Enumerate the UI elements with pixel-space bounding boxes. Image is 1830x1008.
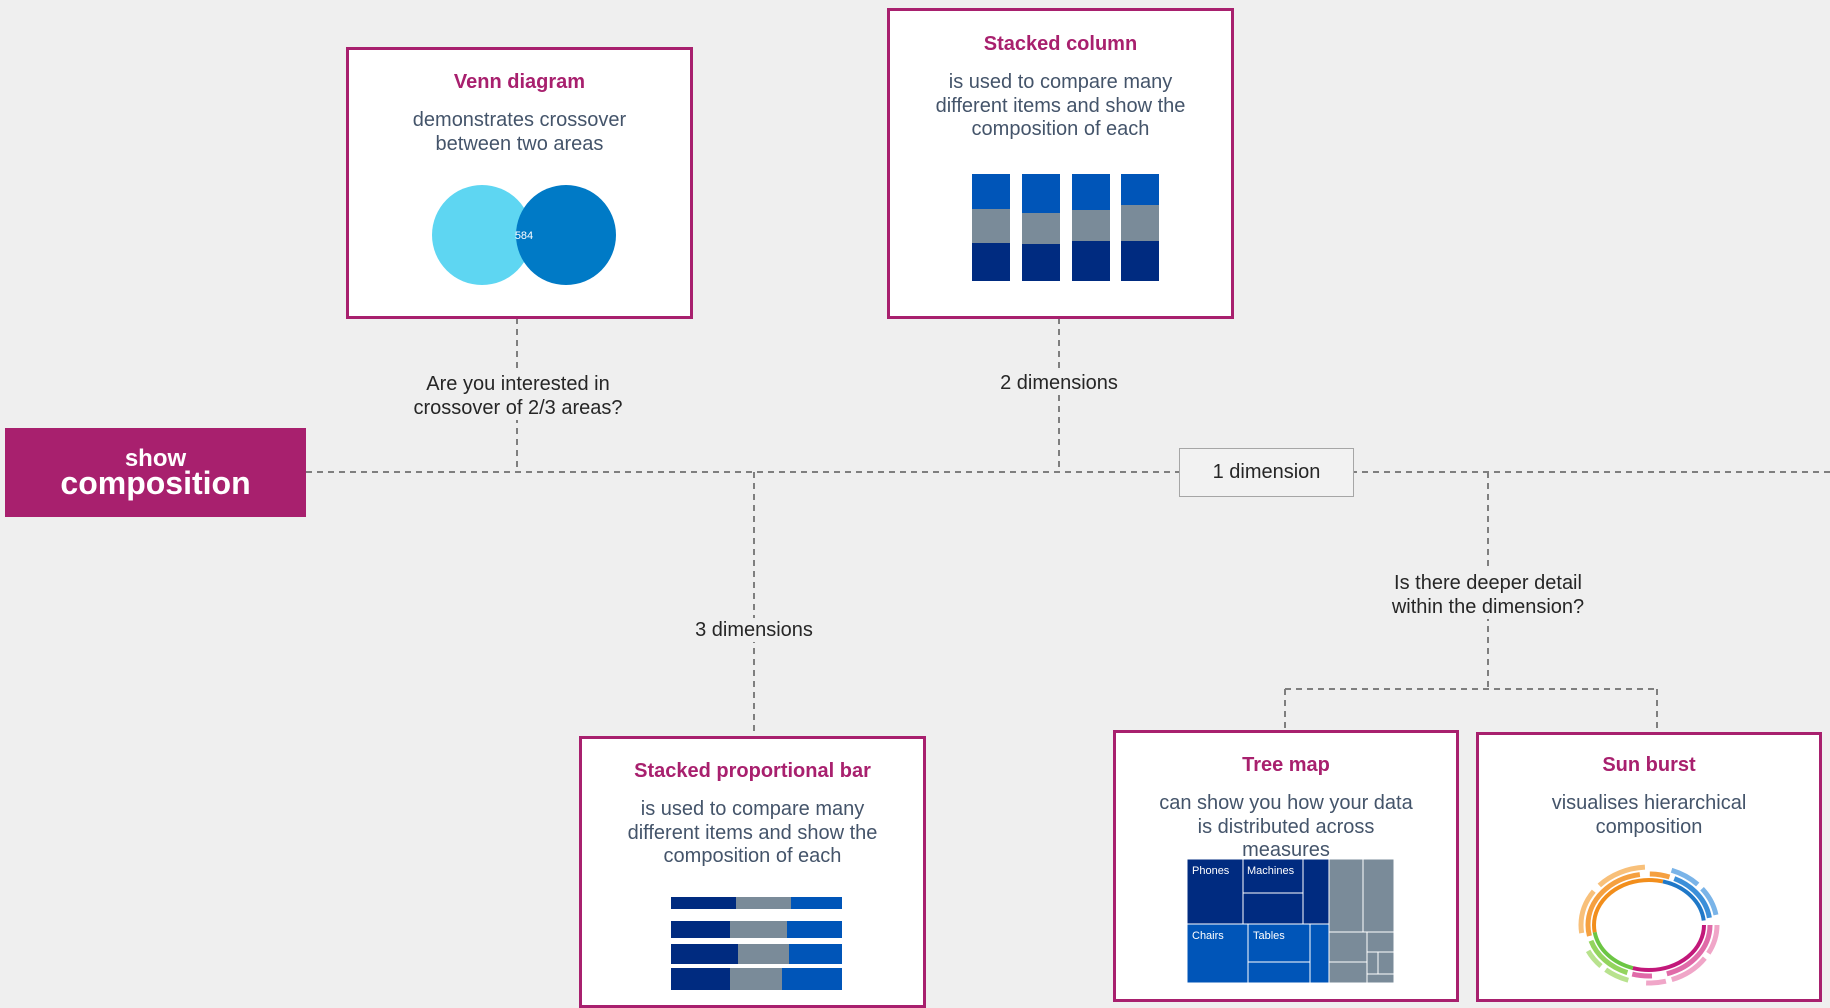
card-description: demonstrates crossover between two areas — [412, 109, 627, 155]
column-3 — [1072, 174, 1110, 281]
bar-row-1 — [671, 897, 842, 909]
one-dimension-label: 1 dimension — [1179, 448, 1354, 497]
three-dimensions-label: 3 dimensions — [664, 618, 844, 642]
stacked-proportional-bar-card: Stacked proportional bar is used to comp… — [579, 736, 926, 1008]
stacked-bar-illustration — [671, 897, 842, 990]
column-4 — [1121, 174, 1159, 281]
column-2 — [1022, 174, 1060, 281]
venn-overlap-value: 584 — [515, 230, 533, 242]
sun-burst-illustration — [1578, 864, 1720, 986]
deeper-detail-question-label: Is there deeper detail within the dimens… — [1360, 571, 1616, 619]
crossover-question-label: Are you interested in crossover of 2/3 a… — [392, 372, 644, 420]
card-title: Stacked column — [983, 33, 1138, 55]
venn-diagram-card: Venn diagram demonstrates crossover betw… — [346, 47, 693, 319]
venn-circle-right — [516, 185, 616, 285]
sun-burst-card: Sun burst visualises hierarchical compos… — [1476, 732, 1822, 1002]
card-description: visualises hierarchical composition — [1551, 792, 1747, 838]
stacked-column-card: Stacked column is used to compare many d… — [887, 8, 1234, 319]
bar-row-2 — [671, 921, 842, 938]
bar-row-4 — [671, 968, 842, 990]
venn-diagram-illustration: 584 — [432, 185, 616, 285]
tree-map-illustration: Phones Machines Chairs Tables — [1186, 858, 1395, 984]
card-description: is used to compare many different items … — [935, 71, 1186, 140]
column-1 — [972, 174, 1010, 281]
card-title: Venn diagram — [453, 71, 586, 93]
card-title: Sun burst — [1602, 754, 1696, 776]
root-line1: show — [124, 445, 187, 472]
two-dimensions-label: 2 dimensions — [984, 371, 1134, 395]
stacked-column-illustration — [972, 174, 1159, 281]
tree-map-card: Tree map can show you how your data is d… — [1113, 730, 1459, 1002]
tree-map-cell-machines: Machines — [1247, 865, 1295, 877]
tree-map-cell-tables: Tables — [1253, 930, 1285, 942]
card-title: Stacked proportional bar — [634, 760, 871, 782]
card-title: Tree map — [1242, 754, 1330, 776]
root-node-show-composition: show composition — [5, 428, 306, 517]
venn-circle-left — [432, 185, 532, 285]
card-description: can show you how your data is distribute… — [1159, 792, 1413, 861]
tree-map-cell-chairs: Chairs — [1192, 930, 1224, 942]
root-line2: composition — [60, 465, 251, 501]
bar-row-3 — [671, 944, 842, 964]
card-description: is used to compare many different items … — [627, 798, 878, 867]
tree-map-cell-phones: Phones — [1192, 865, 1230, 877]
